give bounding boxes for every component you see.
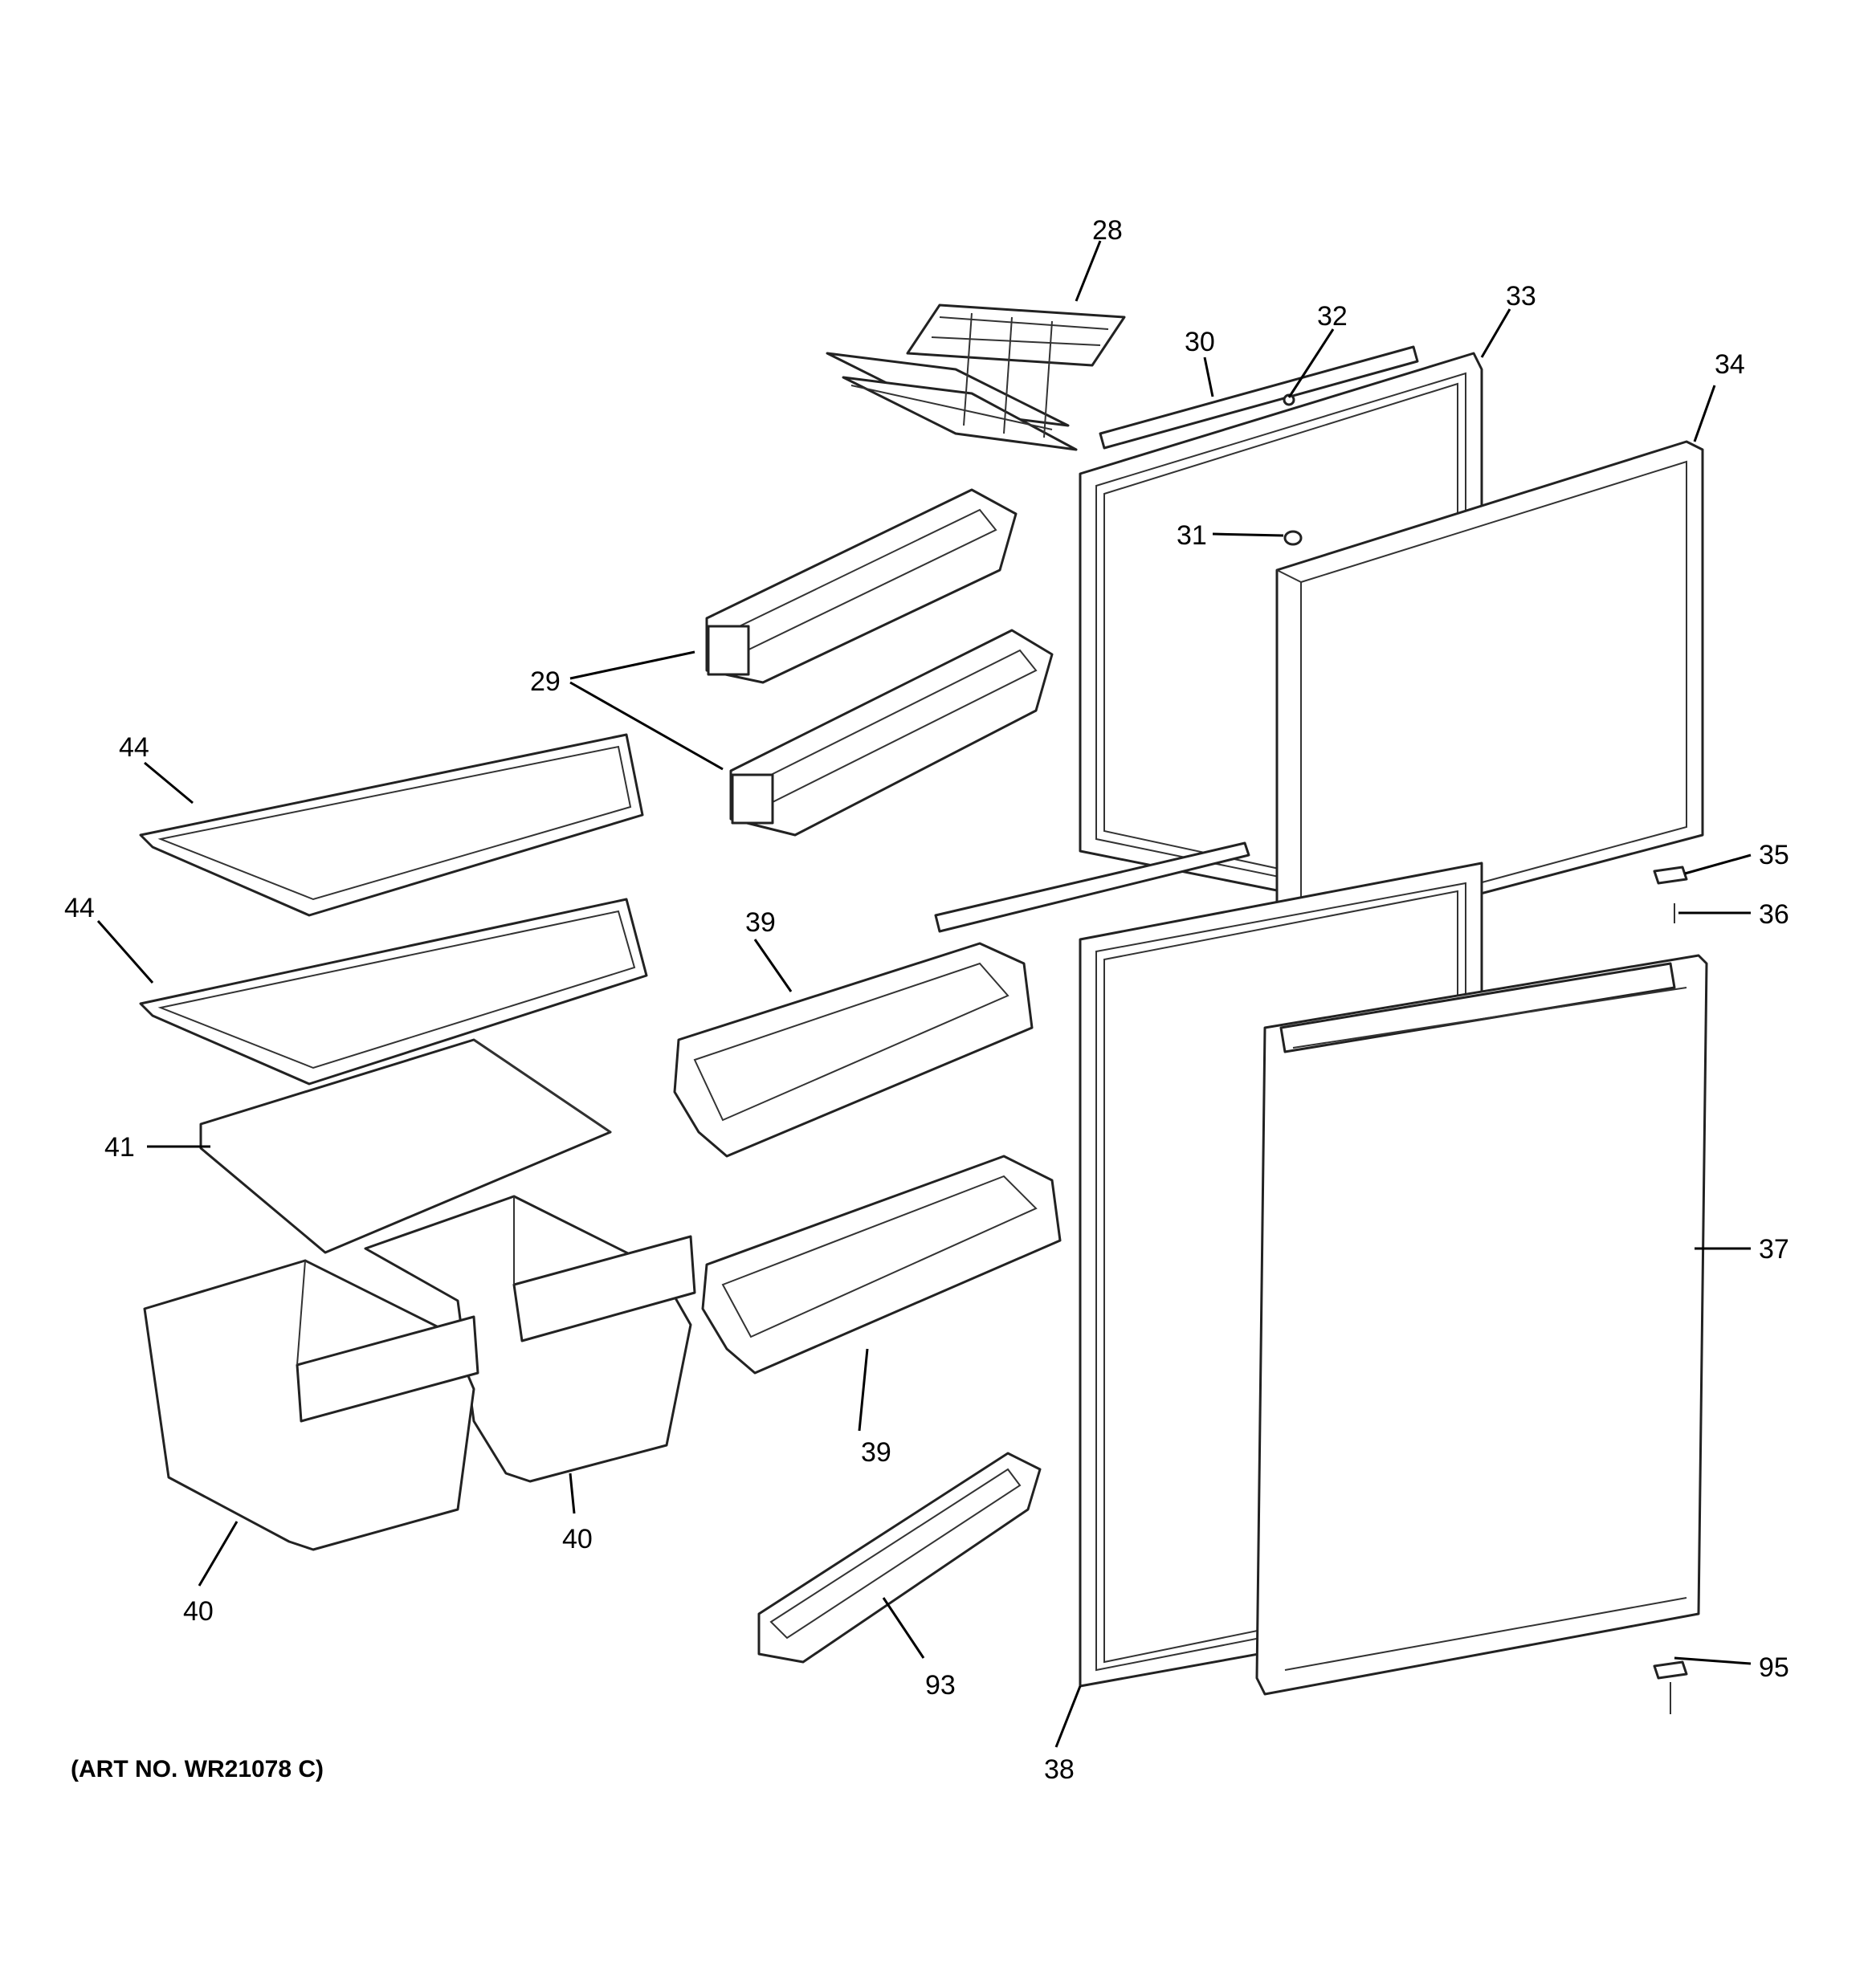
crisper-cover-part[interactable]	[199, 1038, 612, 1254]
crisper-drawer-part[interactable]	[364, 1195, 696, 1483]
small-door-bin-part[interactable]	[757, 1452, 1042, 1664]
door-bin-part[interactable]	[701, 1155, 1062, 1375]
callout-35: 35	[1759, 840, 1789, 870]
callout-44: 44	[64, 893, 95, 923]
callout-31: 31	[1177, 520, 1207, 551]
fresh-food-door-part[interactable]	[1255, 954, 1708, 1696]
callout-44: 44	[119, 732, 149, 763]
callout-28: 28	[1092, 215, 1123, 246]
callout-30: 30	[1185, 327, 1215, 357]
callout-39: 39	[861, 1437, 891, 1468]
callout-40: 40	[562, 1524, 593, 1554]
callout-34: 34	[1715, 349, 1745, 380]
callout-32: 32	[1317, 301, 1348, 332]
bottom-hinge-part[interactable]	[1653, 1660, 1688, 1714]
middle-hinge-part[interactable]	[1653, 866, 1688, 885]
callout-38: 38	[1044, 1754, 1075, 1785]
glass-shelf-part[interactable]	[139, 898, 648, 1086]
upper-door-bin-part[interactable]	[705, 488, 1018, 684]
callout-39: 39	[745, 907, 776, 938]
leader-lines	[96, 240, 1752, 1748]
callout-41: 41	[104, 1132, 135, 1163]
art-number: (ART NO. WR21078 C)	[71, 1756, 324, 1782]
callout-93: 93	[925, 1670, 956, 1701]
wire-rack-part[interactable]	[826, 303, 1126, 451]
callout-95: 95	[1759, 1652, 1789, 1683]
glass-shelf-part[interactable]	[139, 733, 644, 917]
hinge-strip-part[interactable]	[1099, 345, 1419, 450]
callout-37: 37	[1759, 1234, 1789, 1265]
bolt-part[interactable]	[1283, 393, 1295, 406]
callout-29: 29	[530, 666, 561, 697]
freezer-door-part[interactable]	[1275, 440, 1704, 949]
door-stop-part[interactable]	[1283, 530, 1303, 546]
divider-strip-part	[934, 841, 1250, 933]
callout-labels: 28 29 30 32 33 34 31 35 36 37 95 38 39 3…	[64, 215, 1789, 1785]
callout-33: 33	[1506, 281, 1536, 312]
crisper-drawer-part[interactable]	[143, 1259, 479, 1551]
door-bin-part[interactable]	[673, 942, 1034, 1158]
callout-40: 40	[183, 1596, 214, 1627]
callout-36: 36	[1759, 899, 1789, 930]
upper-door-bin-part[interactable]	[729, 629, 1054, 837]
